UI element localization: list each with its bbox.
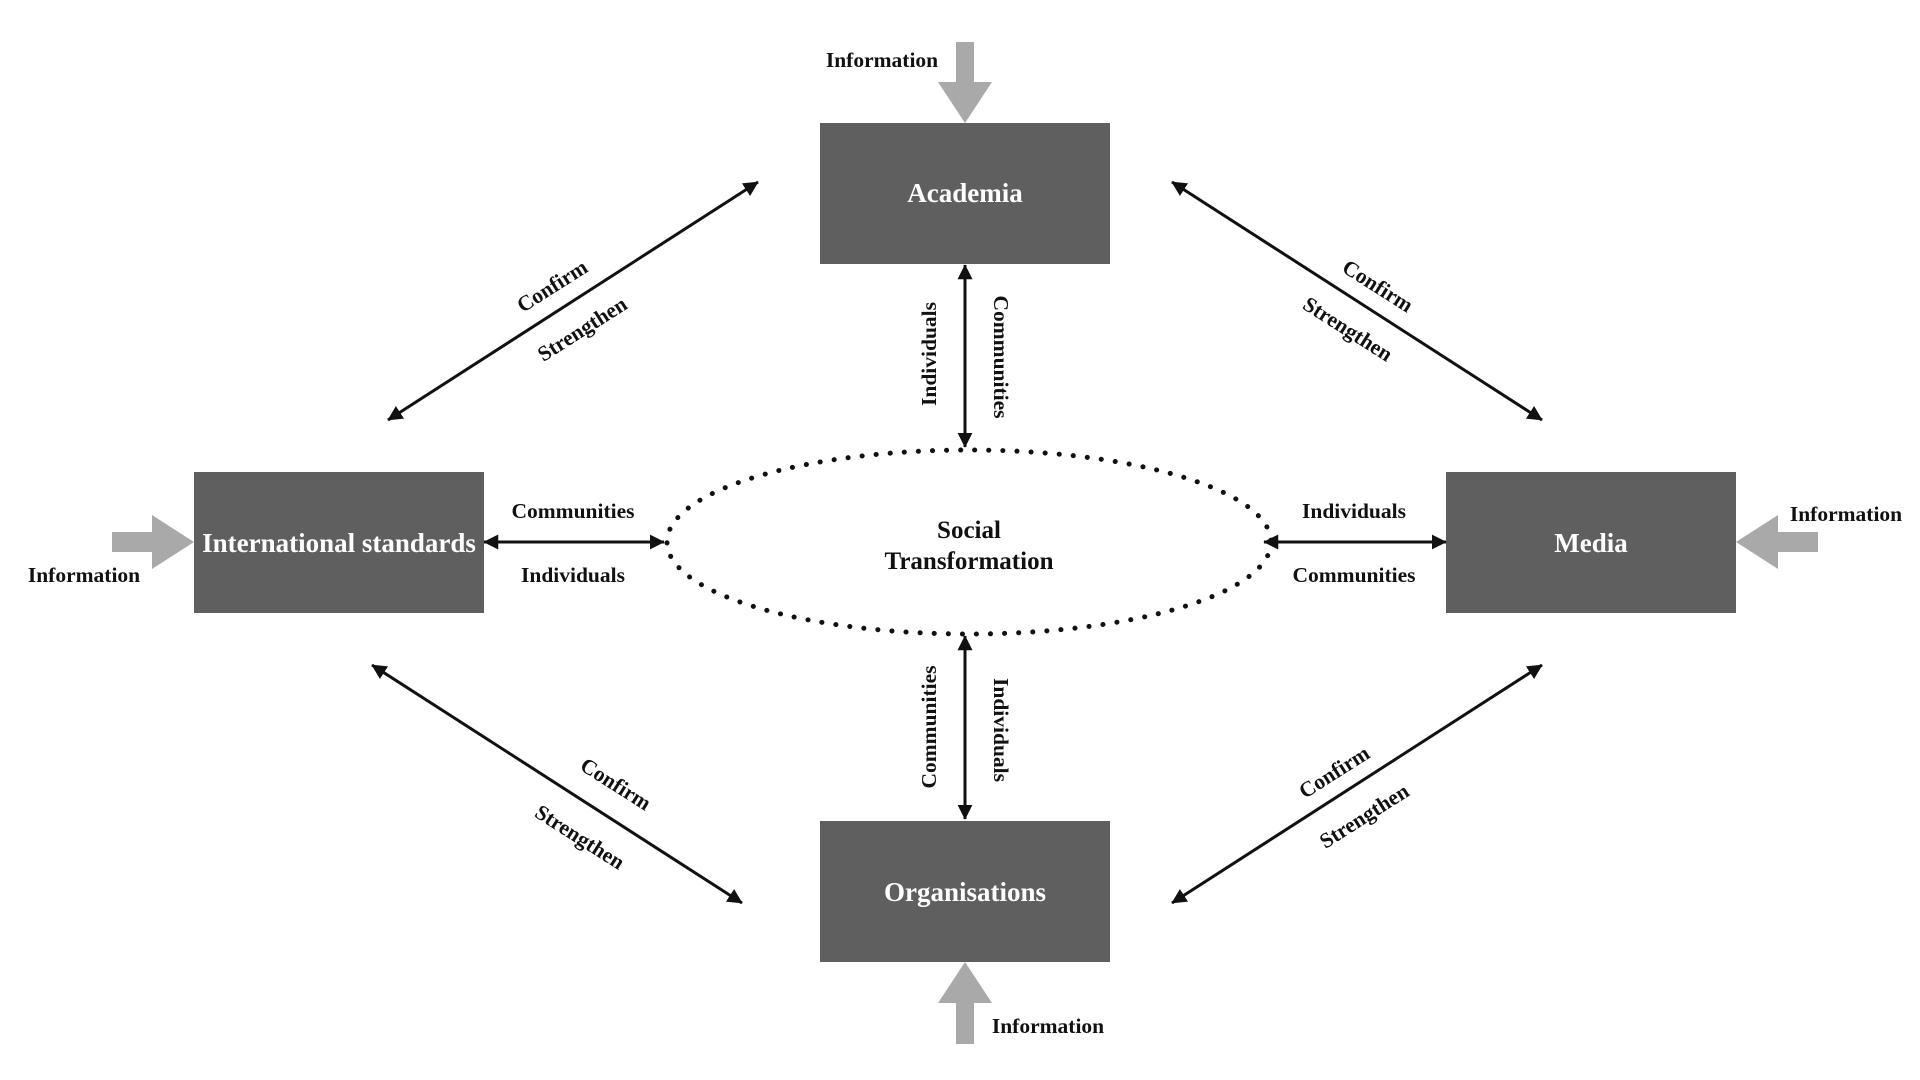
information-label-right: Information (1790, 502, 1902, 526)
information-arrow-top (938, 42, 992, 123)
diagonal-arrow-bottom-left (371, 663, 743, 905)
organisations-center-left-label: Communities (917, 665, 941, 788)
academia-box: Academia (820, 123, 1110, 264)
organisations-center-right-label: Individuals (989, 678, 1013, 782)
organisations-box: Organisations (820, 821, 1110, 962)
diagonal-bottom-left-lower-label: Strengthen (531, 800, 629, 875)
diagonal-top-right-upper-label: Confirm (1338, 255, 1417, 318)
information-label-bottom: Information (992, 1014, 1104, 1038)
information-label-top: Information (826, 48, 938, 72)
media-center-bottom-label: Communities (1292, 563, 1415, 587)
diagonal-bottom-right-lower-label: Strengthen (1315, 779, 1413, 854)
diagonal-bottom-left-upper-label: Confirm (576, 753, 655, 816)
international-standards-label: International standards (202, 528, 476, 558)
diagonal-top-left-upper-label: Confirm (513, 255, 592, 318)
media-box: Media (1446, 472, 1736, 613)
social-transformation-line2: Transformation (885, 548, 1054, 575)
international-standards-box: International standards (194, 472, 484, 613)
information-label-left: Information (28, 563, 140, 587)
social-transformation-line1: Social (937, 517, 1001, 544)
diagonal-bottom-right-upper-label: Confirm (1295, 741, 1374, 804)
information-arrow-bottom (938, 962, 992, 1044)
diagonal-arrow-top-left (387, 180, 759, 422)
media-label: Media (1554, 528, 1628, 558)
information-arrow-right (1736, 515, 1818, 569)
organisations-label: Organisations (884, 877, 1046, 907)
academia-center-left-label: Individuals (917, 302, 941, 406)
media-center-top-label: Individuals (1302, 499, 1406, 523)
diagonal-arrow-bottom-right (1171, 663, 1543, 905)
standards-center-top-label: Communities (511, 499, 634, 523)
academia-center-right-label: Communities (989, 295, 1013, 418)
information-arrow-left (112, 515, 194, 569)
standards-center-bottom-label: Individuals (521, 563, 625, 587)
academia-label: Academia (907, 178, 1023, 208)
diagonal-arrow-top-right (1171, 180, 1543, 422)
